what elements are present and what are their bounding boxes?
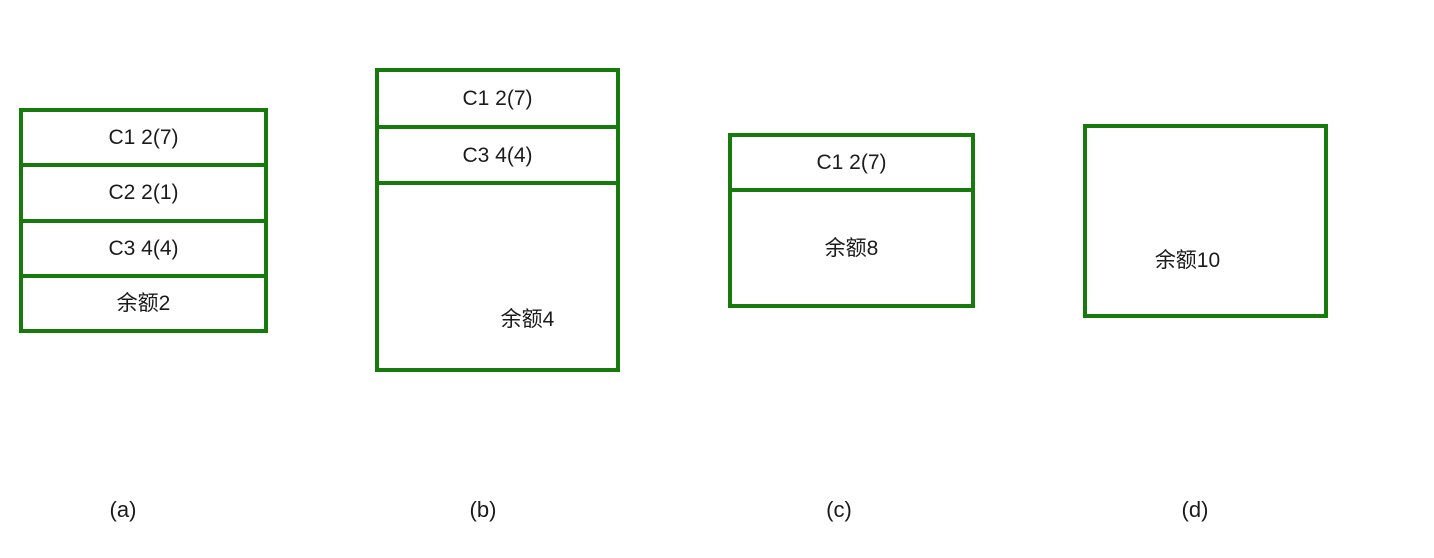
segment-a-c2: C2 2(1) [23, 163, 264, 218]
segment-label: C1 2(7) [108, 126, 179, 150]
segment-a-c1: C1 2(7) [23, 112, 264, 163]
memory-block-a: C1 2(7) C2 2(1) C3 4(4) 余额2 [19, 108, 268, 333]
segment-b-c3: C3 4(4) [379, 125, 616, 181]
segment-label: C1 2(7) [816, 151, 887, 174]
segment-label: C2 2(1) [108, 181, 179, 205]
segment-c-c1: C1 2(7) [732, 137, 971, 188]
memory-block-b: C1 2(7) C3 4(4) 余额4 [375, 68, 620, 372]
segment-label: 余额10 [1154, 248, 1221, 272]
segment-a-c3: C3 4(4) [23, 218, 264, 274]
caption-b: (b) [469, 497, 497, 522]
segment-a-free: 余额2 [23, 273, 264, 329]
segment-b-c1: C1 2(7) [379, 72, 616, 125]
segment-label: C3 4(4) [108, 236, 179, 260]
segment-label: C3 4(4) [462, 143, 533, 167]
segment-d-free: 余额10 [1087, 128, 1324, 314]
caption-a: (a) [109, 497, 137, 522]
segment-b-free: 余额4 [379, 181, 616, 368]
segment-label: 余额8 [824, 236, 879, 260]
memory-block-c: C1 2(7) 余额8 [728, 133, 975, 308]
segment-c-free: 余额8 [732, 188, 971, 304]
memory-block-d: 余额10 [1083, 124, 1328, 318]
segment-label: 余额2 [116, 291, 171, 315]
caption-d: (d) [1181, 497, 1209, 522]
caption-c: (c) [826, 497, 852, 522]
segment-label: C1 2(7) [462, 87, 533, 110]
segment-label: 余额4 [500, 308, 555, 331]
